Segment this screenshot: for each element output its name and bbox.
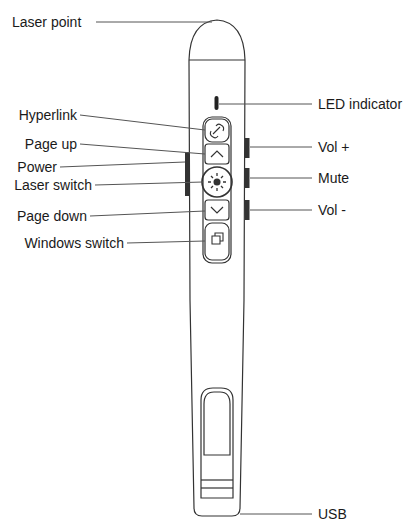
cap-seam xyxy=(189,59,245,60)
page-up-button xyxy=(205,144,229,164)
laser-point-label: Laser point xyxy=(12,14,81,30)
button-panel xyxy=(203,117,231,263)
laser-switch-label: Laser switch xyxy=(14,177,92,193)
pocket-clip xyxy=(201,388,233,498)
power-key xyxy=(185,152,190,196)
usb-label: USB xyxy=(318,506,347,522)
down-icon xyxy=(211,207,223,213)
vol-up-label: Vol + xyxy=(318,139,350,155)
windows-button xyxy=(205,223,229,260)
hyperlink-button xyxy=(205,119,229,142)
mute-label: Mute xyxy=(318,170,349,186)
page-down-button xyxy=(205,200,229,220)
page-up-label: Page up xyxy=(25,136,77,152)
leader-lines xyxy=(60,22,312,514)
laser-button xyxy=(202,167,232,197)
up-icon xyxy=(211,151,223,157)
vol-down-key xyxy=(245,200,250,220)
sun-icon xyxy=(208,173,226,191)
hyperlink-label: Hyperlink xyxy=(19,107,77,123)
led-label: LED indicator xyxy=(318,96,402,112)
link-icon xyxy=(210,124,223,138)
clip-inset xyxy=(204,392,230,455)
page-down-label: Page down xyxy=(17,208,87,224)
mute-key xyxy=(245,168,250,188)
windows-icon xyxy=(212,233,223,244)
windows-switch-label: Windows switch xyxy=(24,235,124,251)
pointer-body xyxy=(189,20,245,516)
power-label: Power xyxy=(17,159,57,175)
vol-up-key xyxy=(245,138,250,158)
led-slot xyxy=(215,96,219,110)
vol-down-label: Vol - xyxy=(318,202,346,218)
